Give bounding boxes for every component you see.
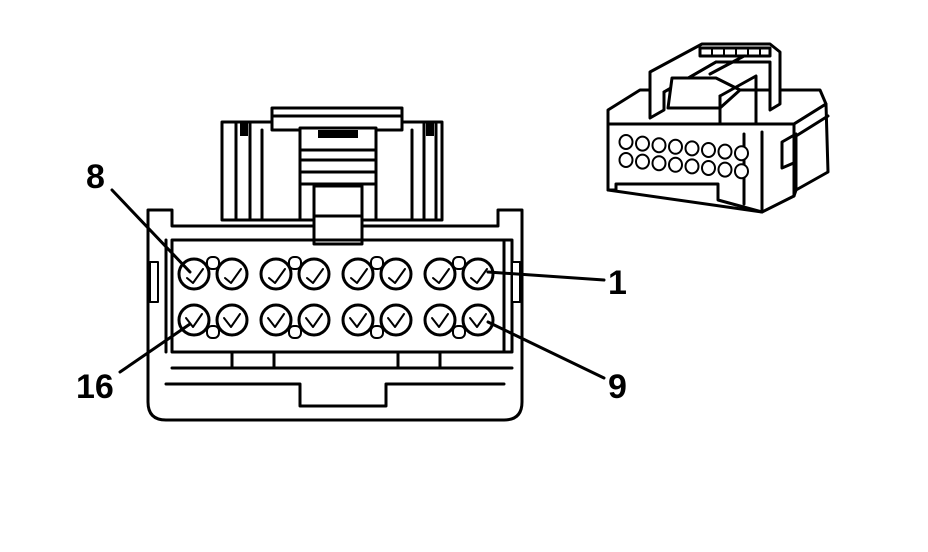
terminal-cavities	[177, 256, 495, 339]
terminal-contact-spring	[349, 313, 367, 328]
terminal-cavity	[215, 257, 249, 291]
iso-terminal-cavity	[618, 152, 634, 168]
pin-label-9: 9	[608, 368, 627, 406]
iso-terminal-cavity	[717, 143, 733, 160]
terminal-contact-spring	[306, 268, 324, 284]
iso-terminal-cavity	[734, 163, 749, 180]
iso-terminal-cavity	[684, 158, 700, 175]
terminal-cavity	[341, 257, 375, 291]
terminal-contact-spring	[267, 313, 285, 328]
terminal-lug	[370, 325, 384, 339]
leader-line-pin-8	[110, 188, 192, 274]
terminal-contact-spring	[388, 268, 406, 284]
iso-terminal-cavity	[701, 142, 716, 158]
terminal-contact-spring	[387, 313, 405, 328]
leader-line-pin-16	[118, 322, 192, 374]
terminal-cavity	[461, 303, 495, 337]
terminal-cavity	[379, 303, 413, 337]
terminal-cavity	[423, 257, 457, 291]
terminal-contact-spring	[186, 268, 204, 284]
terminal-lug	[452, 325, 466, 339]
iso-terminal-cavity	[635, 153, 650, 170]
terminal-contact-spring	[268, 268, 286, 284]
iso-terminal-cavity	[651, 155, 667, 172]
terminal-cavity	[259, 257, 293, 291]
connector-face-view	[110, 106, 606, 422]
isometric-terminal-cavities	[618, 134, 749, 180]
terminal-lug	[206, 325, 220, 339]
iso-terminal-cavity	[734, 145, 749, 162]
terminal-cavity	[297, 303, 331, 337]
terminal-contact-spring	[432, 268, 450, 284]
leader-lines	[110, 188, 606, 380]
terminal-cavity	[297, 257, 331, 291]
terminal-cavity	[215, 303, 249, 337]
terminal-cavity	[423, 303, 457, 337]
iso-terminal-cavity	[668, 156, 683, 173]
iso-terminal-cavity	[651, 137, 667, 154]
terminal-contact-spring	[223, 313, 241, 328]
iso-terminal-cavity	[618, 134, 634, 150]
terminal-cavity	[379, 257, 413, 291]
terminal-contact-spring	[469, 313, 487, 328]
terminal-contact-spring	[350, 268, 368, 284]
terminal-lug	[288, 325, 302, 339]
terminal-contact-spring	[224, 268, 242, 284]
iso-terminal-cavity	[717, 161, 733, 178]
terminal-lug	[370, 256, 384, 270]
iso-terminal-cavity	[684, 140, 700, 157]
terminal-lug	[206, 256, 220, 270]
terminal-contact-spring	[431, 313, 449, 328]
terminal-lug	[288, 256, 302, 270]
terminal-cavity	[341, 303, 375, 337]
leader-line-pin-1	[486, 270, 606, 282]
pin-label-16: 16	[76, 368, 114, 406]
pin-label-1: 1	[608, 264, 627, 302]
leader-line-pin-9	[486, 320, 606, 380]
terminal-cavity	[259, 303, 293, 337]
iso-terminal-cavity	[701, 160, 716, 176]
pin-label-8: 8	[86, 158, 105, 196]
terminal-cavity	[461, 257, 495, 291]
connector-isometric-view	[606, 42, 830, 214]
terminal-contact-spring	[185, 313, 203, 328]
terminal-contact-spring	[305, 313, 323, 328]
iso-terminal-cavity	[668, 138, 683, 155]
terminal-lug	[452, 256, 466, 270]
iso-terminal-cavity	[635, 135, 650, 152]
terminal-contact-spring	[470, 268, 488, 284]
latch-assembly	[220, 106, 444, 222]
terminal-cavity	[177, 303, 211, 337]
